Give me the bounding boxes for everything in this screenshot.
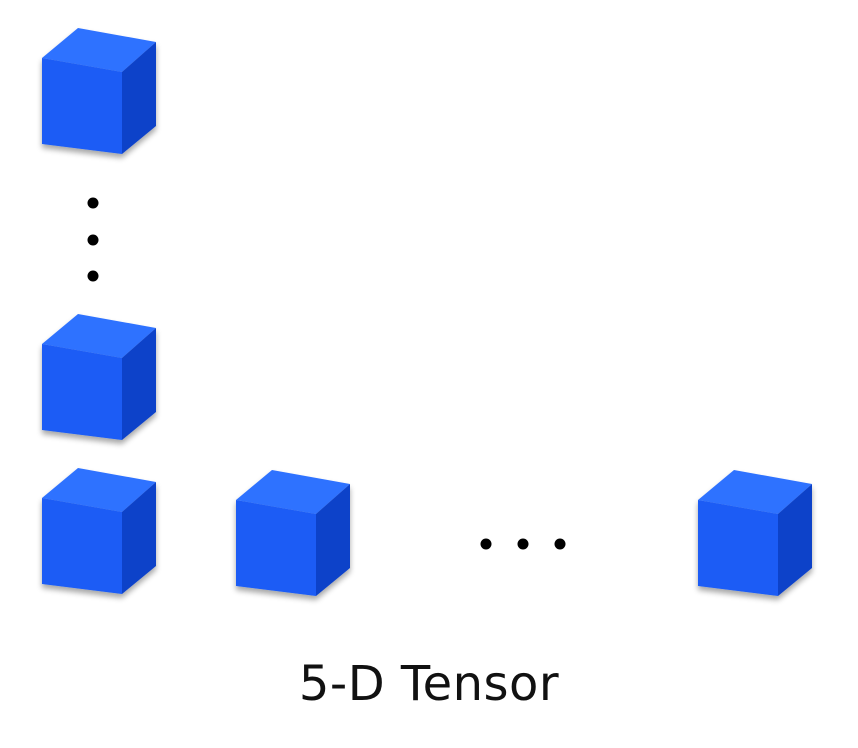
cube-icon — [698, 470, 812, 596]
cube-icon — [42, 468, 156, 594]
cube-icon — [236, 470, 350, 596]
diagram-caption: 5-D Tensor — [298, 656, 560, 712]
horizontal-ellipsis-icon — [480, 538, 566, 550]
cube-icon — [42, 28, 156, 154]
cube-icon — [42, 314, 156, 440]
vertical-ellipsis-icon — [87, 197, 99, 282]
